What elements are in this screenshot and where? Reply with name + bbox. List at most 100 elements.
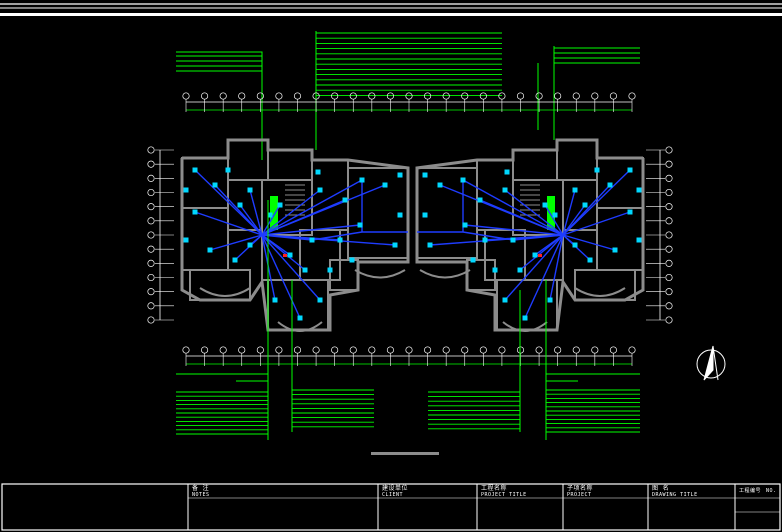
fixture — [237, 202, 243, 208]
axis-bubble — [256, 92, 264, 100]
axis-bubble — [147, 203, 155, 211]
fixture — [287, 252, 293, 258]
wire — [209, 234, 263, 251]
axis-bubble — [665, 316, 673, 324]
fixture — [183, 237, 189, 243]
outer-wall — [180, 138, 410, 332]
fixture — [572, 187, 578, 193]
bay-window — [574, 287, 626, 297]
axis-bubble — [147, 231, 155, 239]
fixture — [607, 182, 613, 188]
fixture — [207, 247, 213, 253]
axis-bubble — [554, 92, 562, 100]
axis-bubble — [405, 346, 413, 354]
axis-bubble — [219, 92, 227, 100]
fixture — [337, 237, 343, 243]
room-wall — [329, 259, 359, 291]
bay-window — [354, 269, 406, 279]
axis-bubble — [386, 346, 394, 354]
axis-bubble — [147, 217, 155, 225]
room-wall — [596, 207, 644, 271]
fixture — [492, 267, 498, 273]
bay-window — [419, 269, 471, 279]
axis-bubble — [331, 92, 339, 100]
axis-bubble — [665, 259, 673, 267]
axis-bubble — [147, 302, 155, 310]
wire — [524, 234, 564, 319]
axis-bubble — [201, 92, 209, 100]
fixture — [422, 212, 428, 218]
fixture — [247, 187, 253, 193]
fixture — [636, 187, 642, 193]
fixture — [392, 242, 398, 248]
scale-bar — [371, 452, 439, 455]
title-block-number-cn: 工程编号 — [739, 487, 761, 494]
axis-bubble — [516, 92, 525, 100]
axis-bubble — [147, 160, 155, 168]
fixture — [627, 167, 633, 173]
wire — [439, 184, 564, 236]
axis-bubble — [293, 92, 302, 100]
fixture — [192, 167, 198, 173]
axis-bubble — [256, 346, 264, 354]
fixture — [582, 202, 588, 208]
axis-bubble — [147, 174, 155, 182]
wire — [464, 224, 564, 236]
room-wall — [267, 279, 329, 331]
room-wall — [181, 157, 229, 209]
axis-bubble — [293, 346, 302, 354]
fixture — [482, 237, 488, 243]
title-block-project-title-cn: 工程名称 — [481, 484, 507, 492]
floor-plan-left-wing — [180, 138, 410, 332]
axis-bubble — [665, 231, 673, 239]
bay-window — [277, 321, 323, 332]
axis-bubble — [147, 259, 155, 267]
axis-bubble — [312, 346, 320, 354]
title-block-notes-cn: 备 注 — [192, 484, 209, 492]
fixture — [504, 169, 510, 175]
fixture — [477, 197, 483, 203]
wire — [544, 204, 564, 236]
fixture — [627, 209, 633, 215]
axis-bubble — [238, 346, 246, 354]
axis-bubble — [609, 92, 617, 100]
room-wall — [556, 139, 598, 181]
room-wall — [512, 149, 558, 181]
fixture — [587, 257, 593, 263]
wire — [504, 189, 564, 236]
axis-bubble — [424, 346, 432, 354]
fixture — [612, 247, 618, 253]
axis-bubble — [479, 92, 487, 100]
axis-bubble — [572, 346, 580, 354]
fixture — [572, 242, 578, 248]
fixture — [517, 267, 523, 273]
wire — [429, 234, 564, 246]
wire — [261, 234, 396, 246]
fixture — [470, 257, 476, 263]
fixture — [277, 202, 283, 208]
floor-plan — [180, 138, 645, 332]
wire — [562, 204, 586, 236]
bay-window — [199, 287, 251, 297]
fixture — [462, 222, 468, 228]
title-block-project-cn: 子项名称 — [567, 484, 593, 492]
axis-bubble — [554, 346, 562, 354]
fixture — [510, 237, 516, 243]
fixture — [349, 257, 355, 263]
title-block-number-en: NO. — [766, 488, 777, 494]
fixture — [212, 182, 218, 188]
axis-bubble — [498, 92, 506, 100]
fixture — [522, 315, 528, 321]
axis-bubble — [386, 92, 394, 100]
fixture — [315, 169, 321, 175]
axis-bubble — [368, 92, 376, 100]
wire — [239, 204, 263, 236]
axis-bubble — [628, 346, 636, 354]
axis-bubble — [572, 92, 580, 100]
title-block: 备 注 NOTES 建设单位 CLIENT 工程名称 PROJECT TITLE… — [1, 483, 781, 531]
axis-bubble — [442, 92, 450, 100]
wire — [504, 234, 564, 301]
room-wall — [466, 259, 496, 291]
axis-bubble — [182, 346, 190, 354]
